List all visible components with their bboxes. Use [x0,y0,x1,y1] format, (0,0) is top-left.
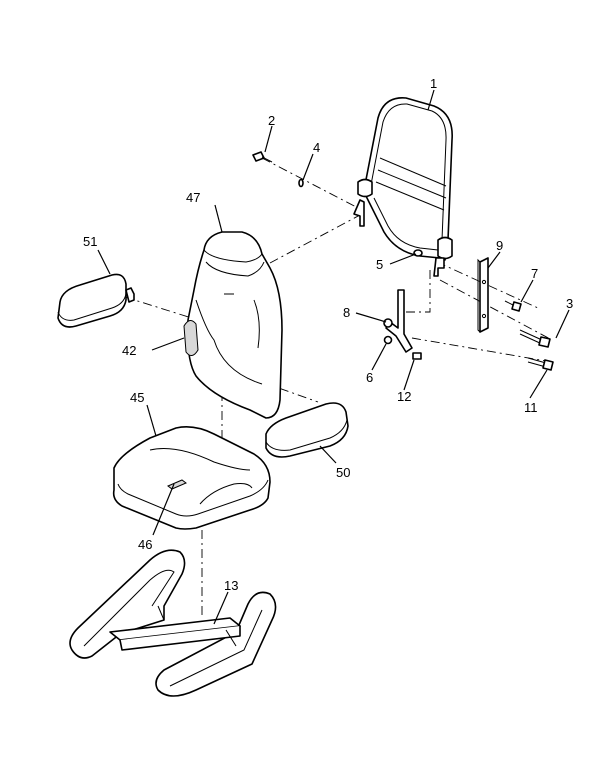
part-11-bolt [527,357,554,371]
callout-3: 3 [566,296,573,311]
callout-6: 6 [366,370,373,385]
callout-47: 47 [186,190,200,205]
part-45-seat-cushion [112,426,271,530]
callout-4: 4 [313,140,320,155]
part-6-washer [383,335,393,345]
callout-7: 7 [531,266,538,281]
part-9-bracket [477,257,489,333]
callout-11: 11 [524,400,538,415]
part-8-pivot-bracket [383,289,413,353]
callout-46: 46 [138,537,152,552]
callout-45: 45 [130,390,144,405]
callout-5: 5 [376,257,383,272]
part-13-seat-frame [69,549,277,697]
assembly-centerlines [124,157,553,618]
part-50-right-armrest [265,402,349,458]
callout-51: 51 [83,234,97,249]
callout-9: 9 [496,238,503,253]
callout-42: 42 [122,343,136,358]
part-3-bolt [519,329,551,348]
part-12-screw [412,352,422,360]
callout-8: 8 [343,305,350,320]
callout-1: 1 [430,76,437,91]
part-47-seat-back-cushion [183,231,283,419]
part-1-backrest-frame [353,97,453,277]
callout-2: 2 [268,113,275,128]
callout-labels: 1 2 4 47 51 5 9 7 3 8 6 12 11 42 45 46 5… [83,76,573,593]
part-4-washer [298,178,304,188]
leader-lines [97,89,570,625]
callout-13: 13 [224,578,238,593]
part-51-left-armrest [57,273,135,328]
callout-12: 12 [397,389,411,404]
part-2-bolt [252,151,273,163]
callout-50: 50 [336,465,350,480]
part-5-nut [413,249,423,257]
part-7-bolt [504,300,522,312]
